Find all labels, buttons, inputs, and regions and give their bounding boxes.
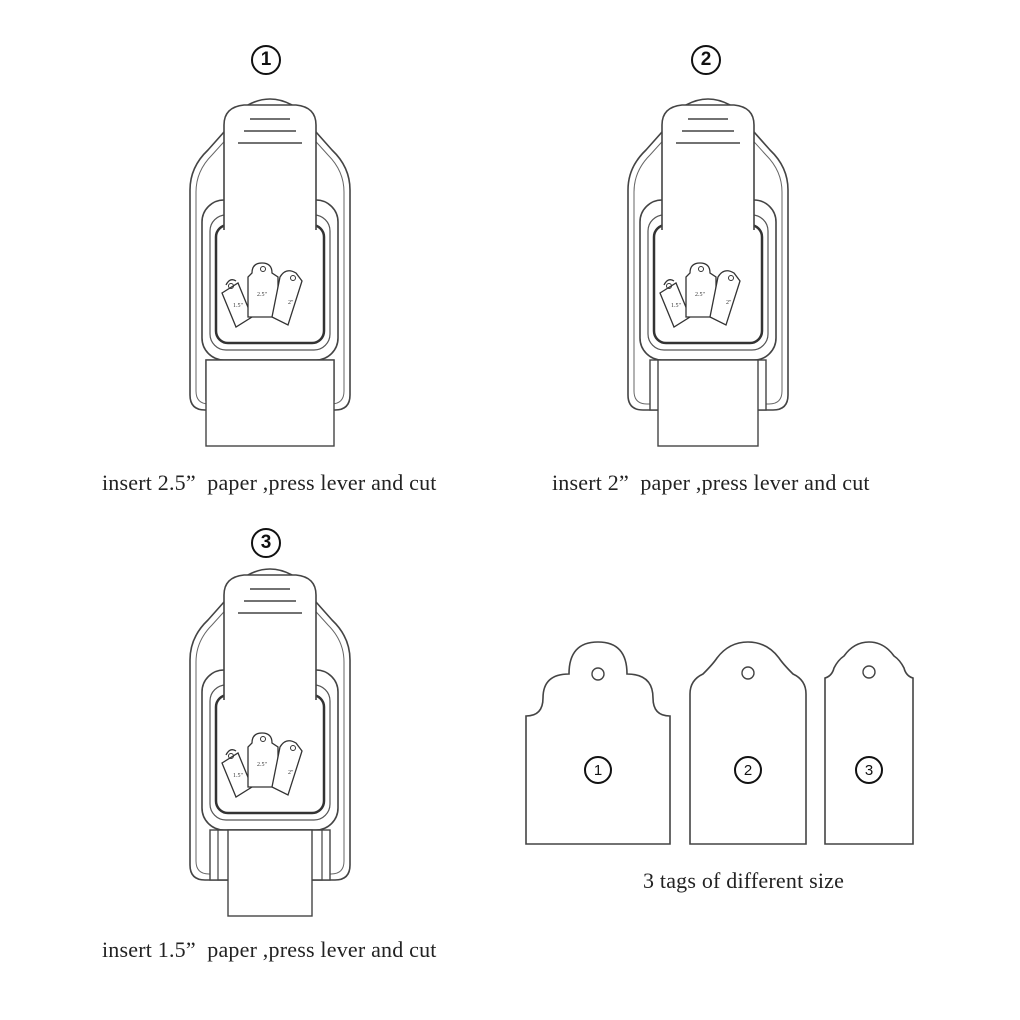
tag-number-badge: 3 <box>855 756 883 784</box>
tag-number: 1 <box>593 761 603 779</box>
window-label: 2.5" <box>257 762 268 768</box>
step-number-badge: 2 <box>691 45 721 75</box>
tags-caption: 3 tags of different size <box>643 868 845 893</box>
tag-medium <box>689 641 807 845</box>
tag-number-badge: 1 <box>584 756 612 784</box>
window-label: 1.5" <box>233 773 244 779</box>
tag-number: 2 <box>743 761 753 779</box>
step-number-badge: 1 <box>251 45 281 75</box>
step-number: 3 <box>260 532 272 553</box>
step-number-badge: 3 <box>251 528 281 558</box>
paper-punch-illustration: 1.5" 2.5" 2" <box>627 98 789 447</box>
step-caption: insert 1.5” paper ,press lever and cut <box>102 937 437 962</box>
step-caption: insert 2.5” paper ,press lever and cut <box>102 470 437 495</box>
window-label: 2" <box>726 300 732 306</box>
tag-number: 3 <box>864 761 874 779</box>
window-label: 1.5" <box>671 303 682 309</box>
step-caption: insert 2” paper ,press lever and cut <box>552 470 870 495</box>
window-label: 2" <box>288 300 294 306</box>
window-label: 1.5" <box>233 303 244 309</box>
step-number: 2 <box>700 49 712 70</box>
tag-small <box>824 641 914 845</box>
window-label: 2.5" <box>257 292 268 298</box>
window-label: 2" <box>288 770 294 776</box>
paper-punch-illustration: 1.5" 2.5" 2" <box>189 98 351 447</box>
window-label: 2.5" <box>695 292 706 298</box>
paper-punch-illustration: 1.5" 2.5" 2" <box>189 568 351 917</box>
tag-large <box>525 641 671 845</box>
step-number: 1 <box>260 49 272 70</box>
tag-number-badge: 2 <box>734 756 762 784</box>
